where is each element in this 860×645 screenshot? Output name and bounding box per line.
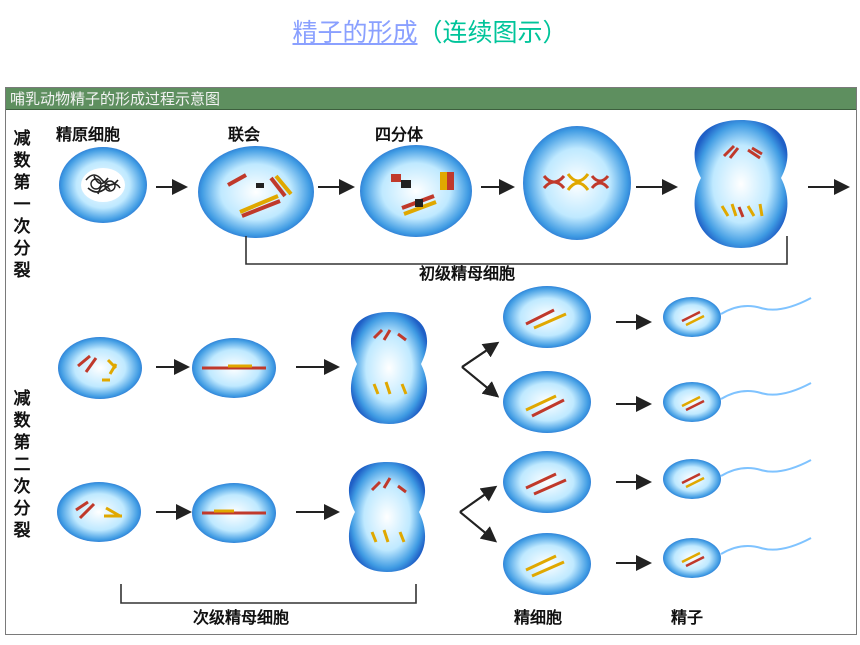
cell-secondary-b3	[348, 462, 426, 572]
label-primary-spermatocyte: 初级精母细胞	[419, 264, 516, 283]
title-link[interactable]: 精子的形成	[292, 18, 418, 47]
sperm-4	[663, 537, 812, 578]
spermatid-row-4	[503, 533, 591, 595]
cell-secondary-b1	[57, 482, 141, 542]
sperm-3	[663, 459, 812, 499]
slide-title: 精子的形成（连续图示）	[0, 16, 860, 50]
cell-secondary-b2	[192, 483, 276, 543]
spermatid-row-3	[503, 451, 591, 513]
phase1-label: 减数第一次分裂	[13, 129, 31, 281]
cell-secondary-a2	[192, 338, 276, 398]
meiosis-diagram	[57, 120, 850, 604]
figure-header: 哺乳动物精子的形成过程示意图	[6, 88, 856, 110]
meiosis-figure: 哺乳动物精子的形成过程示意图	[5, 87, 857, 635]
sperm-1	[663, 297, 812, 337]
spermatid-row-2	[503, 371, 591, 433]
cell-secondary-a1	[58, 337, 142, 399]
split-arrows-b	[459, 487, 495, 541]
cell-synapsis	[198, 146, 314, 238]
label-spermatid: 精细胞	[514, 608, 563, 627]
bracket-secondary	[120, 584, 417, 604]
label-sperm: 精子	[671, 608, 704, 627]
label-spermatogonium: 精原细胞	[56, 125, 121, 144]
label-tetrad: 四分体	[375, 125, 424, 144]
cell-anaphase-one	[694, 120, 788, 248]
label-synapsis: 联会	[228, 125, 261, 144]
cell-secondary-a3	[350, 312, 428, 424]
bracket-primary	[245, 236, 788, 265]
label-secondary-spermatocyte: 次级精母细胞	[193, 608, 290, 627]
phase2-label: 减数第二次分裂	[13, 389, 31, 541]
cell-metaphase-one	[523, 126, 631, 240]
spermatid-row-1	[503, 286, 591, 348]
split-arrows-a	[461, 343, 496, 395]
cell-spermatogonium	[59, 147, 147, 223]
title-suffix: （连续图示）	[417, 18, 568, 47]
cell-tetrad	[360, 145, 472, 237]
sperm-2	[663, 382, 812, 422]
